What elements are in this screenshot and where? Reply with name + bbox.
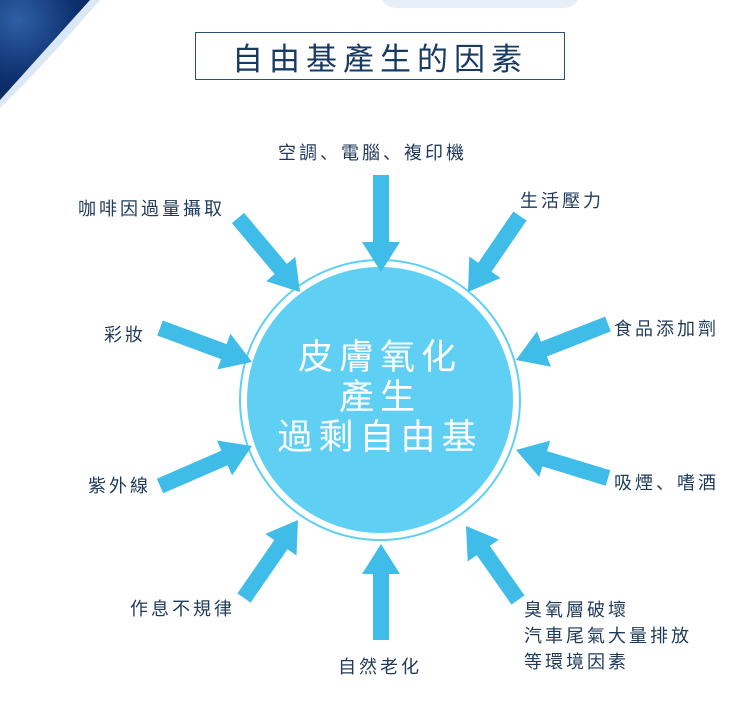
arrow-left-upper — [157, 320, 252, 370]
center-text: 皮膚氧化 產生 過剩自由基 — [250, 338, 510, 458]
factor-label-bottom-right: 臭氧層破壞 汽車尾氣大量排放 等環境因素 — [524, 600, 692, 673]
arrow-bottom-right — [466, 526, 525, 605]
factor-label-right-upper: 食品添加劑 — [614, 319, 719, 340]
arrow-top-right — [468, 211, 527, 292]
factor-label-bottom: 自然老化 — [338, 657, 422, 678]
factor-label-right-lower: 吸煙、嗜酒 — [614, 473, 719, 494]
factor-label-left-lower: 紫外線 — [88, 476, 151, 497]
page-title: 自由基產生的因素 — [232, 41, 528, 78]
top-wave-decoration — [380, 0, 580, 8]
center-line-1: 皮膚氧化 — [297, 338, 462, 378]
arrow-top-left — [231, 212, 300, 292]
center-circle — [247, 267, 513, 533]
arrows-group — [156, 175, 611, 640]
arrow-right-upper — [516, 316, 611, 367]
factor-label-top-right: 生活壓力 — [520, 191, 604, 212]
center-line-2: 產生 — [338, 378, 421, 418]
arrow-top — [362, 175, 400, 272]
factor-label-bottom-left: 作息不規律 — [130, 599, 235, 620]
arrow-left-lower — [156, 440, 252, 494]
factor-label-left-upper: 彩妝 — [104, 325, 146, 346]
title-box: 自由基產生的因素 — [195, 32, 565, 80]
center-line-3: 過剩自由基 — [277, 418, 483, 458]
arrow-bottom — [362, 544, 400, 640]
arrow-right-lower — [516, 440, 611, 486]
factor-label-top-left: 咖啡因過量攝取 — [78, 199, 225, 220]
factor-label-top: 空調、電腦、複印機 — [278, 143, 467, 164]
arrow-bottom-left — [237, 520, 298, 603]
